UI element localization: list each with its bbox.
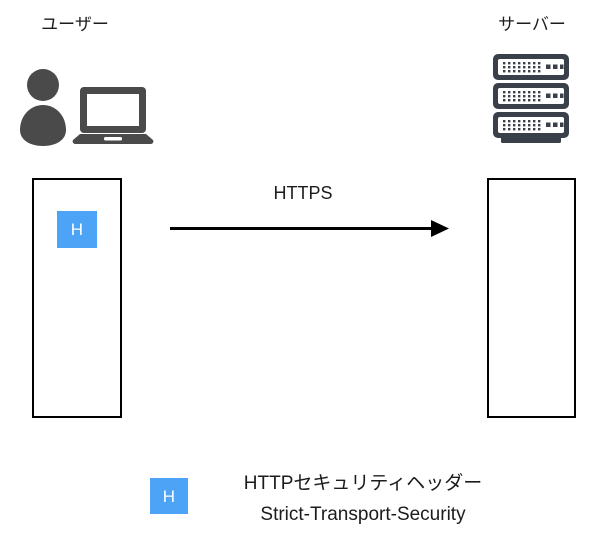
legend-chip-letter: H [162,486,176,506]
legend-line-2: Strict-Transport-Security [260,504,466,525]
server-actor-label: サーバー [498,15,566,34]
server-lifeline-box [487,178,576,418]
server-rack-icon [491,52,575,144]
legend-description: HTTPセキュリティヘッダー Strict-Transport-Security [213,468,513,530]
client-chip-letter: H [70,220,84,239]
client-lifeline-box [32,178,122,418]
legend-security-header-chip: H [150,478,188,514]
right-arrow-icon [165,214,455,244]
client-security-header-chip: H [57,211,97,248]
protocol-label: HTTPS [273,183,333,203]
person-laptop-icon [18,68,158,148]
user-actor-label: ユーザー [41,15,109,34]
legend-line-1: HTTPセキュリティヘッダー [243,473,483,494]
